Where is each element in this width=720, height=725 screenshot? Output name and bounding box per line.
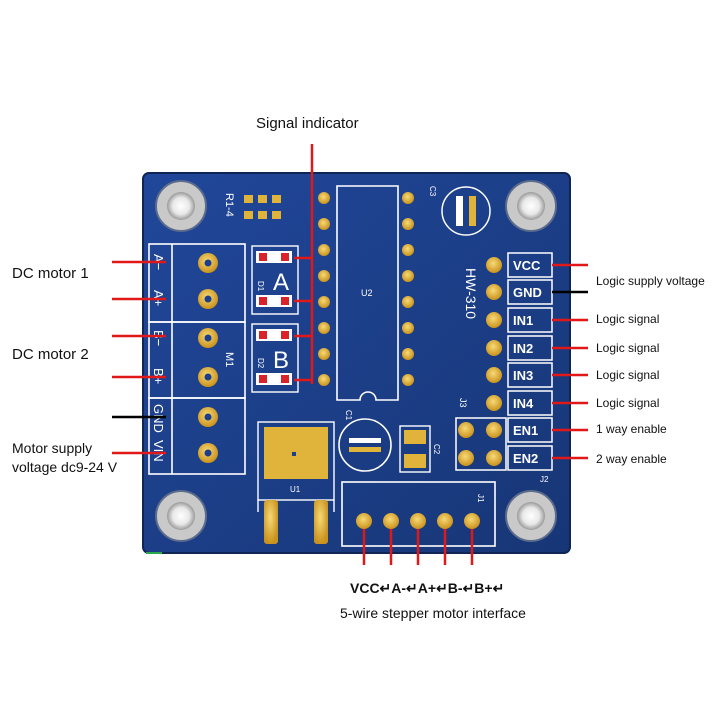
pin-label-gnd: GND (513, 285, 542, 300)
pin-label-in3: IN3 (513, 368, 533, 383)
pin-label-in1: IN1 (513, 313, 533, 328)
way1-enable-label: 1 way enable (596, 422, 667, 436)
annotation-lines-bottom (362, 529, 474, 565)
header-j2-label: J2 (540, 475, 549, 484)
mounting-hole-top-right (505, 180, 557, 232)
stepper-interface-label: 5-wire stepper motor interface (340, 605, 526, 621)
cap-c1-label: C1 (344, 410, 353, 421)
resistor-array: R1-4 (223, 193, 281, 219)
dc-motor-1-label: DC motor 1 (12, 265, 89, 282)
chip-pins (318, 192, 414, 386)
logic-signal-label-2: Logic signal (596, 341, 660, 355)
way2-enable-label: 2 way enable (596, 452, 667, 466)
signal-led-b-group: B D2 (251, 323, 299, 393)
terminal-label-b-minus: B− (151, 330, 166, 346)
terminal-label-gnd: GND (151, 404, 166, 433)
led-d2-label: D2 (256, 358, 265, 369)
motor-terminal-block (148, 243, 246, 475)
channel-b-label: B (273, 347, 289, 374)
logic-signal-label-3: Logic signal (596, 368, 660, 382)
regulator-u1-label: U1 (290, 485, 301, 494)
chip-u2: U2 (336, 185, 399, 401)
annotation-lines-signal (294, 144, 314, 384)
channel-a-label: A (273, 269, 289, 296)
capacitor-c2: C2 (399, 425, 441, 473)
logic-supply-voltage-label: Logic supply voltage (596, 274, 705, 288)
annotation-lines-left (112, 260, 166, 455)
logic-signal-label-4: Logic signal (596, 396, 660, 410)
dc-motor-2-label: DC motor 2 (12, 346, 89, 363)
annotation-lines-right (552, 263, 588, 460)
stepper-header-j1: J1 (341, 481, 496, 547)
terminal-pads (198, 253, 218, 463)
pin-label-en1: EN1 (513, 423, 538, 438)
mounting-hole-bottom-left (155, 490, 207, 542)
signal-led-a-group: A D1 (251, 245, 299, 315)
header-j3-label: J3 (458, 398, 468, 408)
chip-u2-label: U2 (361, 288, 373, 298)
cap-c2-label: C2 (432, 444, 441, 455)
header-j1-label: J1 (476, 494, 485, 503)
pin-label-in2: IN2 (513, 341, 533, 356)
led-d1-label: D1 (256, 281, 265, 292)
motor-supply-label-line2: voltage dc9-24 V (12, 459, 118, 475)
stepper-pins-label: VCC↵A-↵A+↵B-↵B+↵ (350, 580, 505, 596)
board-model-label: HW-310 (463, 268, 479, 319)
pin-label-in4: IN4 (513, 396, 534, 411)
pcb-board (142, 172, 571, 554)
regulator-u1: U1 (257, 421, 335, 544)
resistor-array-label: R1-4 (223, 193, 235, 217)
pin-label-en2: EN2 (513, 451, 538, 466)
pin-label-vcc: VCC (513, 258, 541, 273)
capacitor-c3: C3 (428, 186, 491, 236)
right-header-pins (458, 257, 502, 466)
capacitor-c1: C1 (338, 410, 392, 472)
logic-signal-label-1: Logic signal (596, 312, 660, 326)
motor-supply-label-line1: Motor supply (12, 440, 93, 456)
cap-c3-label: C3 (428, 186, 437, 197)
mounting-hole-top-left (155, 180, 207, 232)
signal-indicator-label: Signal indicator (256, 115, 359, 132)
terminal-label-vin: VIN (151, 440, 166, 462)
motor-terminal-label: M1 (223, 352, 235, 367)
mounting-hole-bottom-right (505, 490, 557, 542)
